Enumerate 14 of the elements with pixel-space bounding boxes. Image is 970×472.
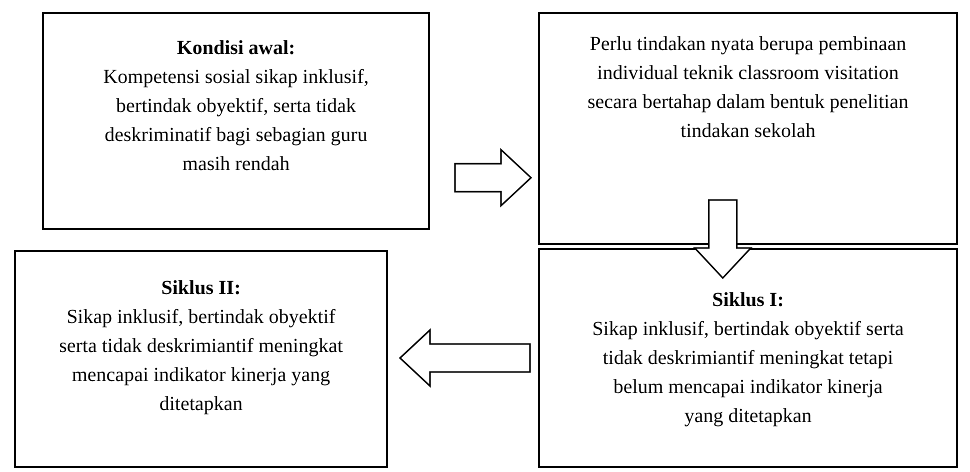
block-arrow	[454, 148, 532, 208]
process-box	[538, 248, 958, 468]
box-text: Perlu tindakan nyata berupa pembinaan individual teknik classroom visitation secara bertahap dalam bentuk penelitian tindakan sekolah	[586, 32, 910, 144]
box-text: Sikap inklusif, bertindak obyektif serta tidak deskrimiantif meningkat mencapai indikator kinerja yang ditetapkan	[58, 305, 344, 417]
block-arrow	[692, 199, 753, 280]
box-heading: Siklus II:	[161, 276, 241, 301]
block-arrow	[398, 328, 531, 388]
box-heading: Siklus I:	[712, 288, 784, 313]
box-heading: Kondisi awal:	[176, 36, 296, 61]
box-text: Sikap inklusif, bertindak obyektif serta tidak deskrimiantif meningkat tetapi belum mencapai indikator kinerja yang ditetapkan	[592, 317, 904, 429]
process-box	[538, 12, 958, 245]
process-box	[14, 250, 388, 468]
box-text: Kompetensi sosial sikap inklusif, bertindak obyektif, serta tidak deskriminatif bagi sebagian guru masih rendah	[102, 65, 370, 177]
process-box	[42, 12, 430, 230]
